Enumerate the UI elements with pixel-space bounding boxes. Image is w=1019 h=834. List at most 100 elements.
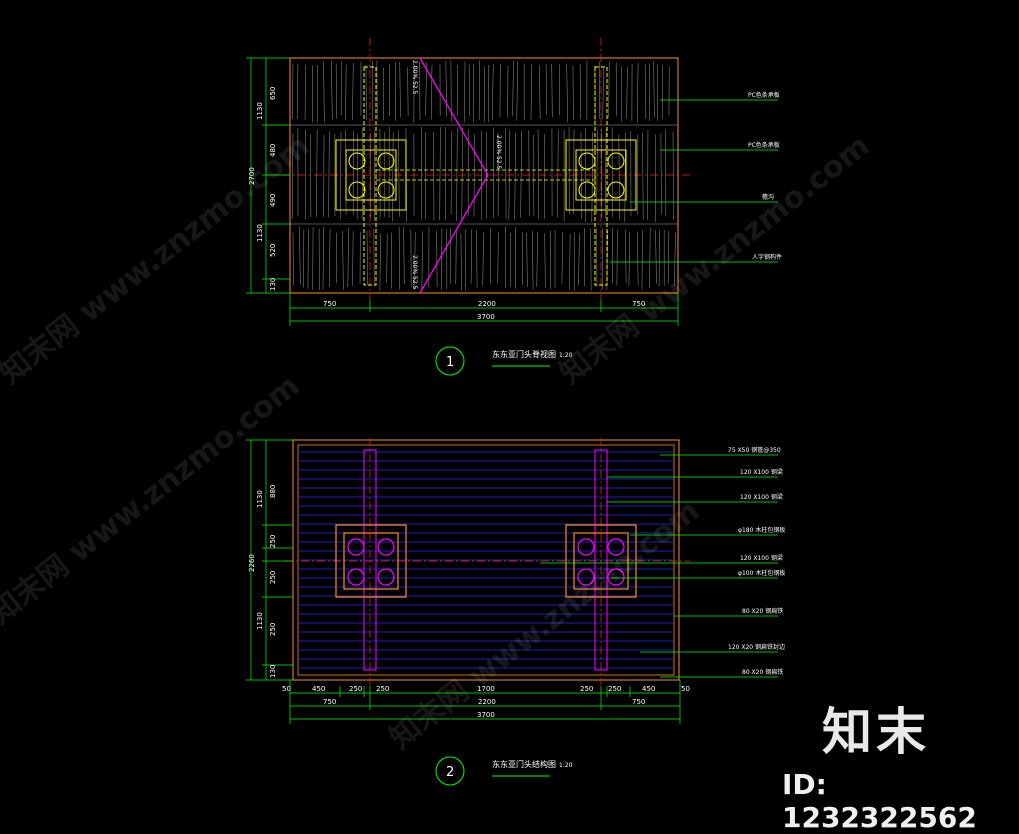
plan1-number: 1 — [446, 355, 454, 370]
wood-grain-line — [404, 227, 405, 284]
wood-grain-line — [625, 230, 626, 283]
wood-grain-line — [398, 130, 399, 216]
plan2-title: 东东亚门头结构图 — [492, 759, 556, 769]
wood-grain-line — [673, 131, 674, 219]
wood-grain-line — [324, 61, 325, 122]
wood-grain-line — [446, 61, 447, 117]
plan1-callout: PC色条承板 — [748, 141, 780, 149]
plan2-dim-bottom: 450 — [642, 685, 655, 693]
plan1-dim-bottom: 750 — [323, 300, 336, 308]
wood-grain-line — [619, 135, 620, 220]
wood-grain-line — [462, 128, 463, 219]
plan2-dim-left-outer: 1130 — [256, 490, 264, 508]
wood-grain-line — [380, 234, 381, 291]
plan1-callout: PC色条承板 — [748, 91, 780, 99]
wood-grain-line — [461, 234, 462, 291]
wood-grain-line — [591, 228, 592, 290]
wood-grain-line — [579, 234, 580, 285]
plan2-dim-bottom: 50 — [681, 685, 690, 693]
plan2-dim-mid: 750 — [632, 698, 645, 706]
plan2-dim-bottom: 250 — [349, 685, 362, 693]
plan2-dim-bottom: 450 — [312, 685, 325, 693]
plan2-dim-left: 250 — [269, 571, 277, 584]
wood-grain-line — [506, 128, 507, 219]
watermark-text: 知末网 www.znzmo.com — [0, 128, 316, 391]
wood-grain-line — [574, 129, 575, 214]
wood-grain-line — [366, 65, 367, 120]
wood-grain-line — [529, 130, 530, 216]
plan1-column-cluster-right — [566, 140, 636, 210]
wood-grain-line — [464, 61, 465, 122]
plan2-dim-left-outer: 1130 — [256, 612, 264, 630]
watermarks: 知末网 www.znzmo.com 知末网 www.znzmo.com 知末网 … — [0, 128, 876, 756]
wood-grain-line — [650, 228, 651, 288]
plan2-callout: 120 X20 钢扁铁封边 — [728, 643, 785, 651]
plan2-dim-left-outer: 2260 — [248, 554, 256, 572]
wood-grain-line — [603, 68, 604, 119]
wood-grain-line — [557, 130, 558, 217]
wood-grain-line — [437, 230, 438, 286]
wood-grain-line — [357, 134, 358, 219]
wood-grain-line — [609, 61, 610, 117]
plan1-dim-left-outer: 1130 — [256, 224, 264, 242]
wood-grain-line — [580, 64, 581, 119]
plan1-title: 东东亚门头脊视图 — [492, 349, 556, 359]
wood-grain-line — [469, 64, 470, 116]
wood-grain-line — [642, 230, 643, 289]
wood-grain-line — [532, 231, 533, 290]
plan2-dim-left: 250 — [269, 535, 277, 548]
plan1-slope-label: 2.00% 52.5 — [495, 135, 502, 170]
wood-grain-line — [308, 229, 309, 289]
wood-grain-line — [346, 64, 347, 120]
wood-grain-line — [457, 128, 458, 221]
wood-grain-line — [292, 64, 293, 119]
wood-grain-line — [637, 63, 638, 123]
wood-grain-line — [477, 230, 478, 288]
wood-grain-line — [479, 61, 480, 121]
wood-grain-line — [400, 62, 401, 117]
wood-grain-line — [399, 227, 400, 290]
plan1-column-cluster-left — [336, 140, 406, 210]
plan1-callout: 人字钢构件 — [752, 253, 782, 261]
wood-grain-line — [531, 64, 532, 119]
brand-logo-text: 知末 — [822, 692, 930, 764]
plan2-callout: 120 X100 钢梁 — [740, 554, 783, 562]
wood-grain-line — [431, 65, 432, 120]
plan2-callout: 120 X100 钢梁 — [740, 468, 783, 476]
plan2-dim-total: 3700 — [477, 711, 495, 719]
plan2-dim-mid: 750 — [323, 698, 336, 706]
plan2-callout: φ100 木柱包钢板 — [738, 569, 785, 577]
wood-grain-line — [299, 226, 300, 284]
wood-grain-line — [545, 233, 546, 287]
wood-grain-line — [521, 131, 522, 218]
wood-grain-line — [367, 231, 368, 285]
wood-grain-line — [637, 231, 638, 285]
plan2-dim-left: 880 — [269, 485, 277, 498]
wood-grain-line — [352, 63, 353, 120]
plan1-dim-left: 650 — [269, 87, 277, 100]
plan2-dim-left: 250 — [269, 623, 277, 636]
plan2-callout: φ180 木柱包钢板 — [738, 526, 785, 534]
wood-grain-line — [662, 66, 663, 119]
wood-grain-line — [483, 232, 484, 285]
plan2-dim-bottom: 250 — [608, 685, 621, 693]
plan1-dim-left: 490 — [269, 194, 277, 207]
plan1-dim-left: 520 — [269, 244, 277, 257]
wood-grain-line — [654, 61, 655, 117]
wood-grain-line — [329, 131, 330, 217]
plan1-wood-hatch — [292, 60, 675, 291]
wood-grain-line — [310, 134, 311, 217]
plan-2: 880 250 250 250 130 1130 2260 1130 50 45… — [246, 438, 785, 785]
wood-grain-line — [643, 132, 644, 219]
plan1-dim-left: 130 — [269, 278, 277, 291]
wood-grain-line — [562, 232, 563, 284]
wood-grain-line — [567, 64, 568, 123]
wood-grain-line — [659, 229, 660, 286]
wood-grain-line — [527, 233, 528, 287]
wood-grain-line — [573, 65, 574, 120]
plan1-slope-label: 2.00% 52.5 — [411, 255, 418, 290]
wood-grain-line — [392, 132, 393, 221]
wood-grain-line — [513, 61, 514, 116]
wood-grain-line — [592, 132, 593, 222]
plan2-dim-bottom: 250 — [580, 685, 593, 693]
